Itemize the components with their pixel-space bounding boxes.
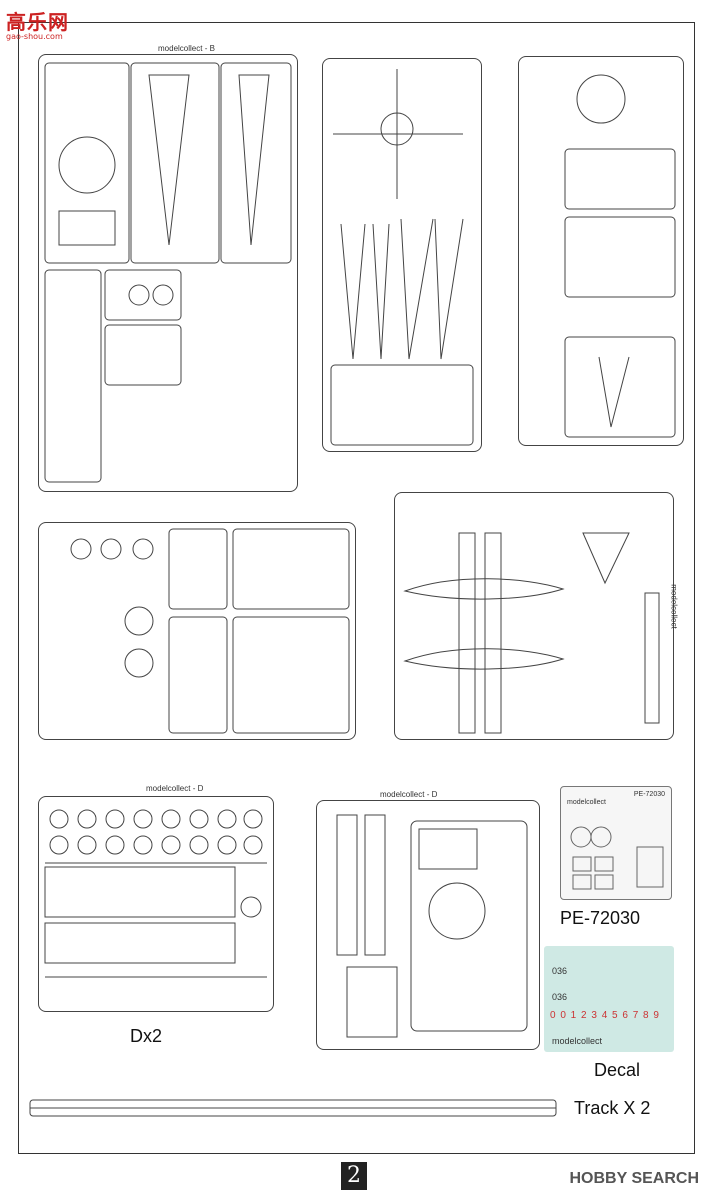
label-pe: PE-72030 — [560, 908, 641, 928]
pe-sheet-brand: modelcollect — [567, 799, 606, 806]
page-number: 2 — [341, 1162, 367, 1190]
sprue-top-middle-drawing — [330, 69, 474, 446]
track-links — [28, 1095, 558, 1121]
sprue-middle-left-drawing — [70, 528, 350, 734]
pe-sheet-drawing — [570, 826, 664, 890]
footer-brand: HOBBY SEARCH — [569, 1170, 700, 1187]
sprue-tag-d2: modelcollect - D — [380, 790, 438, 799]
sprue-bottom-middle — [316, 800, 540, 1050]
watermark-logo: 高乐网 gao-shou.com — [6, 6, 69, 41]
decal-brand: modelcollect — [552, 1036, 603, 1046]
page-frame — [18, 22, 695, 1154]
decal-digits: 0 0 1 2 3 4 5 6 7 8 9 — [550, 1010, 660, 1021]
decal-row1: 036 — [552, 966, 568, 976]
sprue-tag-b: modelcollect - B — [158, 44, 215, 53]
sprue-middle-left — [38, 522, 356, 740]
sprue-top-left-drawing — [44, 62, 292, 483]
sprue-middle-right-drawing — [403, 532, 660, 734]
photo-etch-sheet: PE-72030 modelcollect — [560, 786, 672, 900]
label-dx2: Dx2 — [130, 1026, 163, 1046]
decal-sheet: 036 036 0 0 1 2 3 4 5 6 7 8 9 modelcolle… — [544, 946, 674, 1052]
sprue-top-middle — [322, 58, 482, 452]
sprue-tag-e: modelcollect — [669, 584, 679, 629]
watermark-site: gao-shou.com — [6, 32, 63, 41]
sprue-bottom-middle-drawing — [336, 814, 528, 1038]
sprue-bottom-left — [38, 796, 274, 1012]
watermark-brand: 高乐网 — [6, 10, 69, 34]
decal-row2: 036 — [552, 992, 568, 1002]
label-decal: Decal — [594, 1060, 641, 1080]
sprue-bottom-left-drawing — [44, 809, 267, 978]
sprue-top-right — [518, 56, 684, 446]
label-track: Track X 2 — [574, 1098, 651, 1118]
sprue-top-right-drawing — [564, 74, 676, 438]
sprue-top-left — [38, 54, 298, 492]
sprue-tag-d: modelcollect - D — [146, 784, 204, 793]
pe-sheet-code: PE-72030 — [633, 791, 665, 798]
track-drawing — [29, 1099, 557, 1117]
sprue-middle-right — [394, 492, 674, 740]
